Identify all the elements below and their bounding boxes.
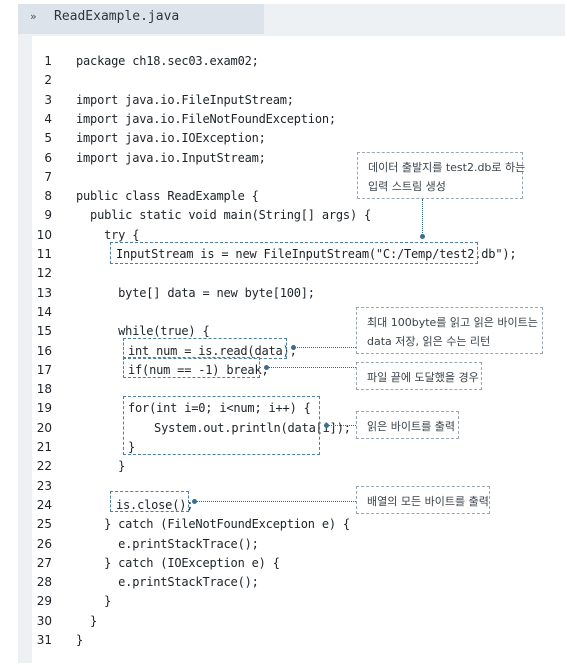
code-line: }	[128, 440, 136, 454]
connector-dot	[264, 365, 269, 370]
highlight-eof-check	[123, 357, 260, 378]
note-end-of-file: 파일 끝에 도달했을 경우	[356, 362, 482, 390]
highlight-create-stream	[110, 242, 478, 264]
note-create-stream: 데이터 출발지를 test2.db로 하는 입력 스트림 생성	[357, 152, 525, 199]
line-number: 2	[44, 73, 52, 87]
code-line: if(num == -1) break;	[128, 363, 269, 377]
note-print-bytes: 읽은 바이트를 출력	[356, 411, 459, 439]
line-number: 25	[36, 517, 52, 531]
code-line: import java.io.IOException;	[76, 131, 266, 145]
line-number: 30	[36, 614, 52, 628]
line-number: 18	[36, 382, 52, 396]
line-number: 12	[36, 266, 52, 280]
connector-print	[328, 425, 356, 426]
line-number: 10	[36, 228, 52, 242]
line-number: 21	[36, 440, 52, 454]
code-line: import java.io.InputStream;	[76, 151, 266, 165]
line-number: 19	[36, 401, 52, 415]
line-number: 29	[36, 594, 52, 608]
line-number: 15	[36, 324, 52, 338]
line-number: 24	[36, 498, 52, 512]
highlight-print-loop	[123, 396, 320, 455]
code-line: while(true) {	[76, 324, 210, 338]
chevron-right-icon: »	[30, 10, 37, 23]
connector-close	[196, 501, 356, 502]
connector-eof	[268, 367, 356, 368]
code-line: } catch (IOException e) {	[76, 556, 280, 570]
line-number: 13	[36, 286, 52, 300]
connector-dot	[291, 345, 296, 350]
code-line: for(int i=0; i<num; i++) {	[128, 401, 311, 415]
code-line: }	[76, 633, 84, 647]
code-line: } catch (FileNotFoundException e) {	[76, 517, 350, 531]
code-line: public static void main(String[] args) {	[76, 208, 372, 222]
line-number: 23	[36, 479, 52, 493]
line-number: 1	[44, 54, 52, 68]
connector-dot	[420, 234, 425, 239]
line-number: 16	[36, 344, 52, 358]
connector-create-stream	[422, 199, 423, 235]
line-number: 31	[36, 633, 52, 647]
line-number: 3	[44, 93, 52, 107]
note-read-bytes: 최대 100byte를 읽고 읽은 바이트는 data 저장, 읽은 수는 리턴	[356, 307, 543, 354]
line-number: 17	[36, 363, 52, 377]
connector-dot	[192, 499, 197, 504]
code-line: }	[76, 459, 126, 473]
code-line: }	[76, 594, 112, 608]
highlight-close-call	[110, 491, 189, 512]
code-line: try {	[76, 228, 140, 242]
code-line: int num = is.read(data);	[128, 344, 297, 358]
file-tab[interactable]	[18, 4, 264, 34]
highlight-read-call	[123, 338, 287, 359]
code-line: InputStream is = new FileInputStream("C:…	[116, 247, 517, 261]
line-number: 7	[44, 170, 52, 184]
line-number: 4	[44, 112, 52, 126]
connector-dot	[324, 423, 329, 428]
code-line: import java.io.FileInputStream;	[76, 93, 294, 107]
line-number: 8	[44, 189, 52, 203]
line-number: 11	[36, 247, 52, 261]
line-number: 22	[36, 459, 52, 473]
connector-read-bytes	[295, 347, 356, 348]
code-line: e.printStackTrace();	[76, 537, 259, 551]
line-number: 27	[36, 556, 52, 570]
code-line: }	[76, 614, 98, 628]
code-line: is.close();	[116, 498, 194, 512]
code-line: public class ReadExample {	[76, 189, 259, 203]
line-number: 26	[36, 537, 52, 551]
code-line: package ch18.sec03.exam02;	[76, 54, 259, 68]
line-number: 14	[36, 305, 52, 319]
line-number: 20	[36, 421, 52, 435]
code-line: import java.io.FileNotFoundException;	[76, 112, 336, 126]
code-line: System.out.println(data[i]);	[140, 421, 351, 435]
note-close-stream: 배열의 모든 바이트를 출력	[356, 486, 490, 514]
file-tab-title: ReadExample.java	[54, 9, 180, 24]
line-number: 9	[44, 208, 52, 222]
line-number: 28	[36, 575, 52, 589]
code-line: e.printStackTrace();	[76, 575, 259, 589]
code-line: byte[] data = new byte[100];	[76, 286, 315, 300]
line-number: 6	[44, 151, 52, 165]
line-number: 5	[44, 131, 52, 145]
